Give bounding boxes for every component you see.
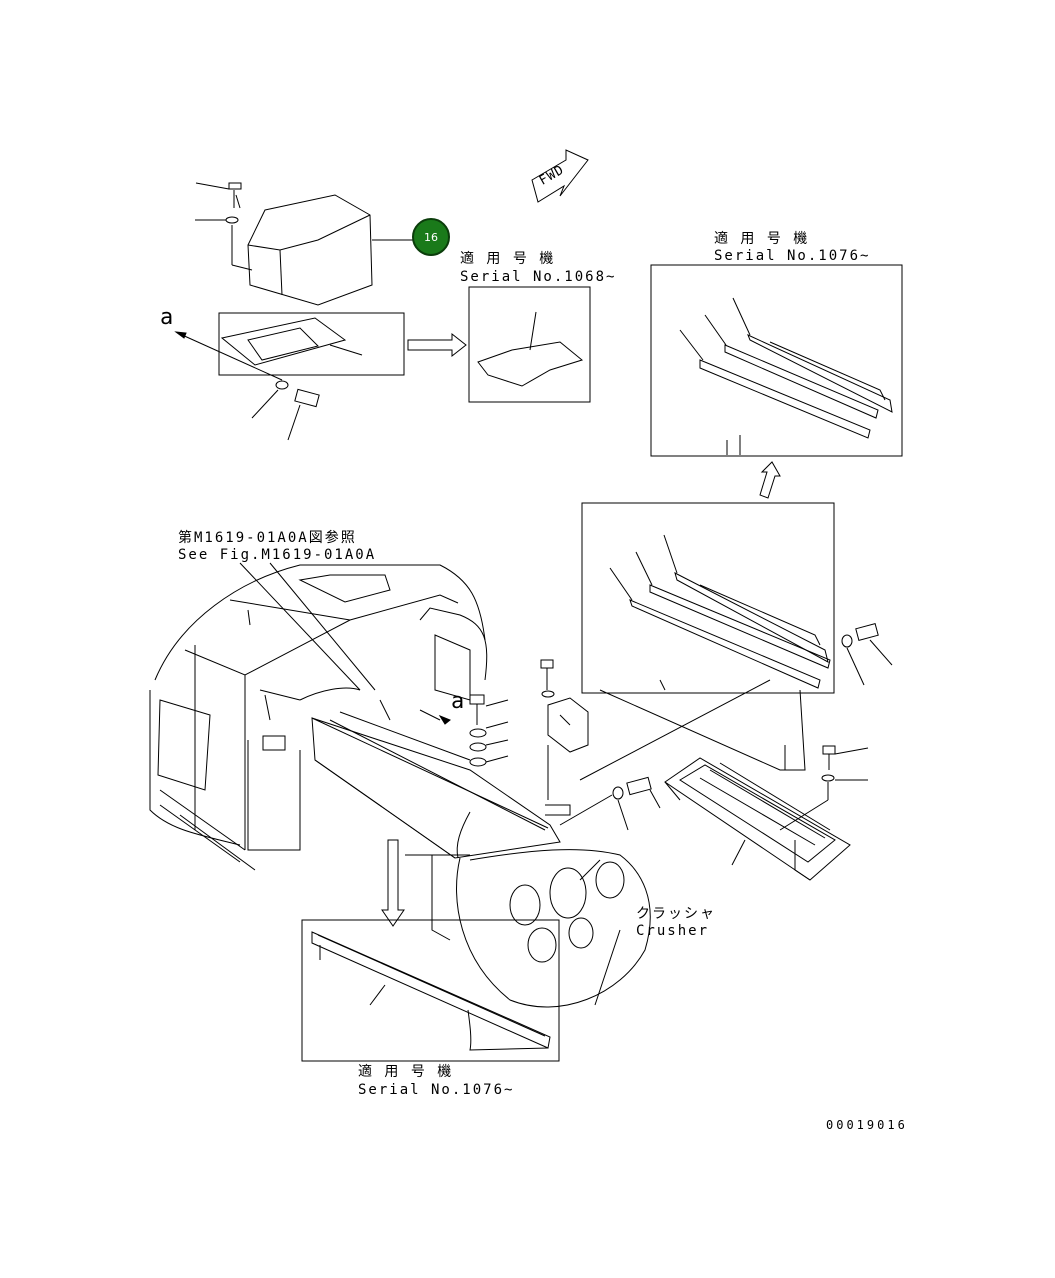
- arrow-right-icon: [407, 332, 467, 358]
- plate-frame: [218, 312, 405, 376]
- serial-1076-bottom-jp-label: 適 用 号 機: [358, 1064, 454, 1080]
- cover-assembly: [195, 182, 415, 306]
- serial-1068-label: Serial No.1068~: [460, 269, 617, 285]
- base-plate: [220, 317, 363, 366]
- serial-1068-plate: [477, 311, 584, 387]
- bracket-center: [540, 659, 589, 816]
- callout-16[interactable]: 16: [412, 218, 450, 256]
- step-assembly: [664, 745, 869, 881]
- serial-1076-bottom-box: [301, 919, 560, 1062]
- rails-top: [679, 297, 893, 455]
- bottom-cover: [311, 931, 551, 1051]
- see-fig-jp-label: 第M1619-01A0A図参照: [178, 530, 357, 546]
- rails-middle: [599, 534, 831, 771]
- callout-16-label: 16: [424, 230, 438, 244]
- rails-box: [581, 502, 835, 694]
- arrow-down-icon: [381, 839, 405, 927]
- bolt-lower: [174, 331, 320, 441]
- crusher-jp-label: クラッシャ: [636, 906, 716, 922]
- arrow-up-icon: [759, 461, 781, 499]
- ref-a-center-label: a: [451, 689, 467, 714]
- leader-lines: [239, 562, 771, 1006]
- serial-1068-jp-label: 適 用 号 機: [460, 251, 556, 267]
- ref-a-left-label: a: [160, 305, 176, 330]
- serial-1076-top-label: Serial No.1076~: [714, 248, 871, 264]
- bolt-middle: [559, 776, 661, 831]
- bolt-stack: [469, 694, 509, 767]
- serial-1068-box: [468, 286, 591, 403]
- fwd-arrow-icon: [531, 149, 589, 203]
- crusher-label: Crusher: [636, 923, 710, 939]
- serial-1076-top-box: [650, 264, 903, 457]
- serial-1076-top-jp-label: 適 用 号 機: [714, 231, 810, 247]
- machine-body: [149, 564, 488, 871]
- drawing-number-label: 00019016: [826, 1118, 908, 1132]
- bolt-right: [841, 623, 893, 686]
- serial-1076-bottom-label: Serial No.1076~: [358, 1082, 515, 1098]
- crusher-unit: [311, 711, 651, 1008]
- see-fig-label: See Fig.M1619-01A0A: [178, 547, 377, 563]
